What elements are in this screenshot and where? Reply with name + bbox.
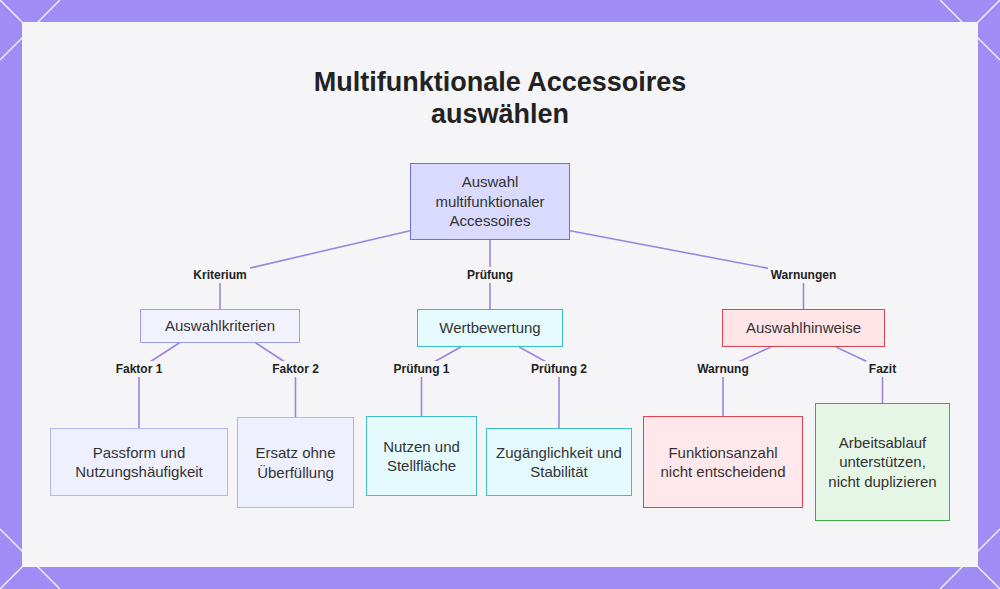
category-box: Auswahlhinweise — [722, 309, 885, 347]
tree-connector — [255, 343, 295, 418]
edge-label: Warnungen — [768, 267, 840, 283]
edge-label: Kriterium — [190, 267, 249, 283]
diagram-title: Multifunktionale Accessoires auswählen — [265, 66, 735, 130]
node-label: Wertbewertung — [439, 318, 540, 338]
leaf-box: Zugänglichkeit und Stabilität — [486, 428, 632, 496]
leaf-box: Passform und Nutzungshäufigkeit — [50, 428, 228, 496]
tree-connector — [422, 347, 461, 416]
edge-label: Warnung — [694, 361, 752, 377]
tree-connector — [139, 343, 180, 429]
edge-label: Fazit — [866, 361, 899, 377]
warning-box: Funktionsanzahl nicht entscheidend — [643, 416, 803, 508]
node-label: Auswahlhinweise — [746, 318, 861, 338]
leaf-box: Ersatz ohne Überfüllung — [237, 417, 354, 508]
node-label: Auswahlkriterien — [165, 316, 275, 336]
edge-label: Faktor 2 — [269, 361, 322, 377]
node-label: Ersatz ohne Überfüllung — [246, 443, 345, 482]
node-label: Funktionsanzahl nicht entscheidend — [652, 443, 794, 482]
tree-connector — [723, 347, 771, 416]
conclusion-box: Arbeitsablauf unterstützen, nicht dupliz… — [815, 403, 950, 521]
leaf-box: Nutzen und Stellfläche — [366, 416, 477, 496]
edge-label: Prüfung — [464, 267, 516, 283]
root-box: Auswahl multifunktionaler Accessoires — [410, 163, 570, 240]
node-label: Arbeitsablauf unterstützen, nicht dupliz… — [824, 433, 941, 492]
node-label: Nutzen und Stellfläche — [375, 437, 468, 476]
node-label: Zugänglichkeit und Stabilität — [495, 443, 623, 482]
edge-label: Prüfung 1 — [391, 361, 453, 377]
edge-label: Prüfung 2 — [528, 361, 590, 377]
category-box: Wertbewertung — [417, 309, 563, 347]
edge-label: Faktor 1 — [113, 361, 166, 377]
inner-panel — [22, 22, 978, 567]
node-label: Passform und Nutzungshäufigkeit — [59, 443, 219, 482]
tree-connector — [519, 347, 559, 428]
node-label: Auswahl multifunktionaler Accessoires — [419, 172, 561, 231]
category-box: Auswahlkriterien — [140, 309, 300, 343]
